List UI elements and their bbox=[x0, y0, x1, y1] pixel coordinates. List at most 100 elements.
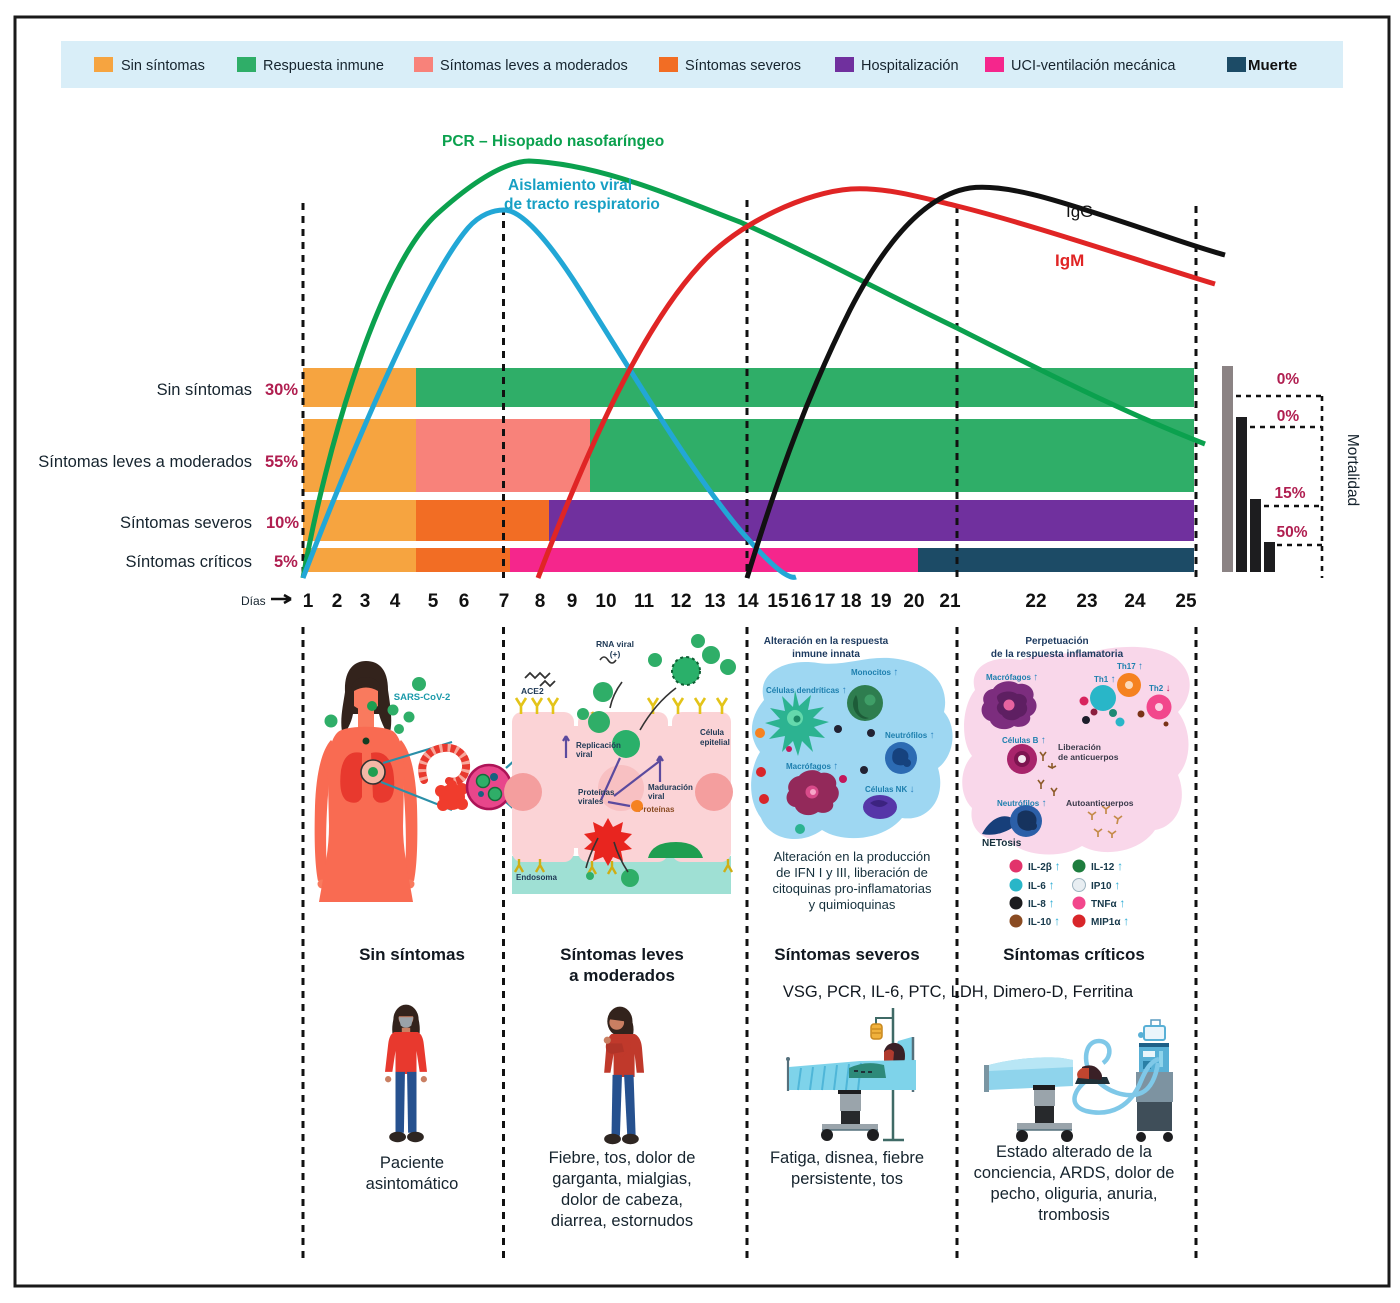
svg-text:Síntomas leves a moderados: Síntomas leves a moderados bbox=[440, 58, 628, 74]
svg-text:Aislamiento viral: Aislamiento viral bbox=[508, 177, 632, 194]
svg-text:0%: 0% bbox=[1277, 408, 1300, 425]
svg-text:epitelial: epitelial bbox=[700, 738, 730, 747]
svg-text:10: 10 bbox=[595, 591, 616, 612]
svg-text:9: 9 bbox=[567, 591, 578, 612]
svg-text:Proteínas: Proteínas bbox=[638, 805, 675, 814]
svg-text:pecho, oliguria, anuria,: pecho, oliguria, anuria, bbox=[991, 1185, 1158, 1203]
svg-text:de IFN I y III, liberación de: de IFN I y III, liberación de bbox=[776, 865, 928, 880]
svg-text:24: 24 bbox=[1124, 591, 1146, 612]
svg-text:diarrea, estornudos: diarrea, estornudos bbox=[551, 1212, 693, 1230]
svg-text:IL-6 ↑: IL-6 ↑ bbox=[1028, 878, 1055, 892]
svg-text:asintomático: asintomático bbox=[366, 1175, 459, 1193]
svg-text:Paciente: Paciente bbox=[380, 1154, 444, 1172]
svg-text:Síntomas críticos: Síntomas críticos bbox=[125, 553, 252, 571]
svg-text:ACE2: ACE2 bbox=[521, 686, 544, 696]
svg-text:Síntomas leves a moderados: Síntomas leves a moderados bbox=[38, 453, 252, 471]
svg-text:13: 13 bbox=[704, 591, 725, 612]
svg-text:NETosis: NETosis bbox=[982, 838, 1022, 849]
svg-text:garganta, mialgias,: garganta, mialgias, bbox=[552, 1170, 691, 1188]
svg-text:Macrófagos ↑: Macrófagos ↑ bbox=[786, 761, 838, 772]
svg-text:23: 23 bbox=[1076, 591, 1097, 612]
svg-text:MIP1α ↑: MIP1α ↑ bbox=[1091, 914, 1129, 928]
svg-text:Estado alterado de la: Estado alterado de la bbox=[996, 1143, 1153, 1161]
svg-text:22: 22 bbox=[1025, 591, 1046, 612]
svg-text:IP10 ↑: IP10 ↑ bbox=[1091, 878, 1120, 892]
svg-text:viral: viral bbox=[648, 792, 664, 801]
svg-text:18: 18 bbox=[840, 591, 861, 612]
svg-text:6: 6 bbox=[459, 591, 470, 612]
svg-text:Mortalidad: Mortalidad bbox=[1344, 434, 1361, 506]
svg-text:Síntomas críticos: Síntomas críticos bbox=[1003, 945, 1145, 964]
svg-text:UCI-ventilación mecánica: UCI-ventilación mecánica bbox=[1011, 58, 1176, 74]
svg-text:3: 3 bbox=[360, 591, 371, 612]
svg-text:55%: 55% bbox=[265, 453, 298, 471]
svg-text:(+): (+) bbox=[610, 649, 621, 659]
svg-text:Monocitos ↑: Monocitos ↑ bbox=[851, 667, 898, 678]
svg-text:Sin síntomas: Sin síntomas bbox=[359, 945, 465, 964]
svg-text:0%: 0% bbox=[1277, 371, 1300, 388]
svg-text:19: 19 bbox=[870, 591, 891, 612]
svg-text:a moderados: a moderados bbox=[569, 966, 675, 985]
svg-text:8: 8 bbox=[535, 591, 546, 612]
svg-text:30%: 30% bbox=[265, 381, 298, 399]
svg-text:Liberación: Liberación bbox=[1058, 742, 1101, 752]
svg-text:15%: 15% bbox=[1274, 485, 1305, 502]
svg-text:IL-8 ↑: IL-8 ↑ bbox=[1028, 896, 1055, 910]
svg-text:2: 2 bbox=[332, 591, 343, 612]
svg-text:PCR – Hisopado nasofaríngeo: PCR – Hisopado nasofaríngeo bbox=[442, 133, 664, 150]
svg-text:TNFα ↑: TNFα ↑ bbox=[1091, 896, 1125, 910]
svg-text:Neutrófilos ↑: Neutrófilos ↑ bbox=[885, 730, 934, 741]
svg-text:IgG: IgG bbox=[1066, 202, 1093, 221]
svg-text:14: 14 bbox=[737, 591, 759, 612]
svg-text:Th2 ↓: Th2 ↓ bbox=[1149, 683, 1170, 694]
svg-text:21: 21 bbox=[939, 591, 961, 612]
svg-text:Sin síntomas: Sin síntomas bbox=[157, 381, 252, 399]
svg-text:Alteración en la respuesta: Alteración en la respuesta bbox=[764, 636, 889, 647]
svg-text:Muerte: Muerte bbox=[1248, 57, 1297, 74]
svg-text:IL-2β ↑: IL-2β ↑ bbox=[1028, 859, 1061, 873]
svg-text:7: 7 bbox=[499, 591, 510, 612]
svg-text:SARS-CoV-2: SARS-CoV-2 bbox=[394, 692, 450, 703]
svg-text:de tracto respiratorio: de tracto respiratorio bbox=[504, 196, 660, 213]
svg-text:RNA viral: RNA viral bbox=[596, 639, 634, 649]
svg-text:de anticuerpos: de anticuerpos bbox=[1058, 752, 1119, 762]
svg-text:persistente, tos: persistente, tos bbox=[791, 1170, 903, 1188]
svg-text:Respuesta inmune: Respuesta inmune bbox=[263, 58, 384, 74]
svg-text:Síntomas severos: Síntomas severos bbox=[685, 58, 801, 74]
svg-text:Autoanticuerpos: Autoanticuerpos bbox=[1066, 798, 1134, 808]
svg-text:Endosoma: Endosoma bbox=[516, 873, 557, 882]
svg-text:20: 20 bbox=[903, 591, 924, 612]
svg-text:IL-12 ↑: IL-12 ↑ bbox=[1091, 859, 1123, 873]
svg-text:11: 11 bbox=[634, 591, 655, 612]
svg-text:50%: 50% bbox=[1276, 524, 1307, 541]
svg-text:17: 17 bbox=[814, 591, 835, 612]
svg-text:conciencia, ARDS, dolor de: conciencia, ARDS, dolor de bbox=[974, 1164, 1175, 1182]
svg-text:Fiebre, tos, dolor de: Fiebre, tos, dolor de bbox=[549, 1149, 696, 1167]
svg-text:viral: viral bbox=[576, 750, 592, 759]
svg-text:Th1 ↑: Th1 ↑ bbox=[1094, 674, 1115, 685]
svg-text:1: 1 bbox=[303, 591, 314, 612]
svg-text:Fatiga, disnea, fiebre: Fatiga, disnea, fiebre bbox=[770, 1149, 924, 1167]
svg-text:inmune innata: inmune innata bbox=[792, 649, 860, 660]
svg-text:trombosis: trombosis bbox=[1038, 1206, 1110, 1224]
svg-text:Replicación: Replicación bbox=[576, 741, 621, 750]
svg-text:Síntomas severos: Síntomas severos bbox=[120, 514, 252, 532]
svg-text:Células NK ↓: Células NK ↓ bbox=[865, 784, 914, 795]
svg-text:Neutrófilos ↑: Neutrófilos ↑ bbox=[997, 798, 1046, 809]
svg-text:VSG, PCR, IL-6, PTC, LDH, Dime: VSG, PCR, IL-6, PTC, LDH, Dimero-D, Ferr… bbox=[783, 983, 1134, 1001]
svg-text:25: 25 bbox=[1175, 591, 1197, 612]
svg-text:4: 4 bbox=[390, 591, 401, 612]
svg-text:IgM: IgM bbox=[1055, 251, 1084, 270]
svg-text:Síntomas severos: Síntomas severos bbox=[774, 945, 920, 964]
svg-text:IL-10 ↑: IL-10 ↑ bbox=[1028, 914, 1060, 928]
svg-text:Síntomas leves: Síntomas leves bbox=[560, 945, 684, 964]
svg-text:Maduración: Maduración bbox=[648, 783, 693, 792]
svg-text:dolor de cabeza,: dolor de cabeza, bbox=[561, 1191, 683, 1209]
svg-text:16: 16 bbox=[790, 591, 811, 612]
svg-text:Sin síntomas: Sin síntomas bbox=[121, 58, 205, 74]
svg-text:Proteínas: Proteínas bbox=[578, 788, 615, 797]
svg-text:y quimioquinas: y quimioquinas bbox=[809, 897, 896, 912]
svg-text:Células dendríticas ↑: Células dendríticas ↑ bbox=[766, 685, 847, 696]
svg-text:Perpetuación: Perpetuación bbox=[1025, 636, 1088, 647]
svg-text:virales: virales bbox=[578, 797, 604, 806]
